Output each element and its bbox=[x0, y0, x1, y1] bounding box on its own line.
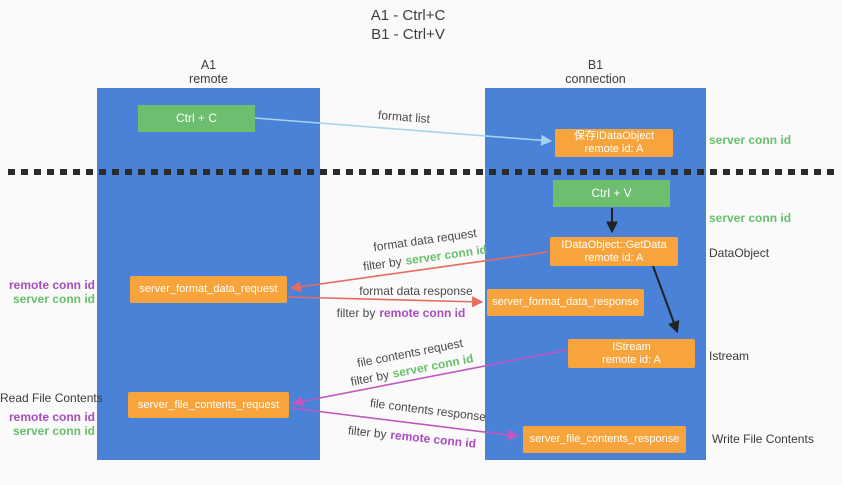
session-divider-dashed-line bbox=[8, 169, 836, 175]
server-conn-id-label: server conn id bbox=[12, 292, 95, 306]
file-request-node: server_file_contents_request bbox=[128, 392, 289, 418]
format-request-conn-ids: remote conn id server conn id bbox=[0, 278, 95, 306]
save-dataobject-line1: 保存IDataObject bbox=[573, 130, 655, 142]
format-response-node: server_format_data_response bbox=[487, 289, 644, 316]
istream-side-label: Istream bbox=[709, 349, 750, 363]
filter-by-text: filter by bbox=[336, 306, 376, 320]
ctrl-v-node: Ctrl + V bbox=[553, 180, 670, 207]
lane-header-b1: B1 connection bbox=[485, 58, 706, 86]
format-list-label: format list bbox=[377, 107, 431, 127]
diagram-title: A1 - Ctrl+C B1 - Ctrl+V bbox=[371, 6, 446, 44]
file-request-label: server_file_contents_request bbox=[137, 398, 280, 411]
format-request-label: server_format_data_request bbox=[139, 283, 278, 295]
filter-by-text: filter by bbox=[349, 367, 391, 389]
getdata-line1: IDataObject::GetData bbox=[561, 238, 667, 251]
file-response-node: server_file_contents_response bbox=[523, 426, 686, 453]
dataobject-label: DataObject bbox=[709, 246, 770, 260]
filter-by-text: filter by bbox=[347, 423, 388, 442]
server-conn-id-label-top: server conn id bbox=[709, 133, 792, 147]
ctrl-c-node: Ctrl + C bbox=[138, 105, 255, 132]
file-response-label: server_file_contents_response bbox=[529, 433, 680, 445]
lane-header-a1: A1 remote bbox=[97, 58, 320, 86]
file-contents-response-label: file contents response bbox=[369, 395, 487, 425]
format-request-node: server_format_data_request bbox=[130, 276, 287, 303]
lane-b1-name: B1 bbox=[587, 58, 604, 72]
ctrl-c-label: Ctrl + C bbox=[175, 111, 217, 125]
istream-line1: IStream bbox=[612, 340, 651, 353]
server-conn-id-label-mid: server conn id bbox=[709, 211, 792, 225]
title-line-1: A1 - Ctrl+C bbox=[370, 7, 446, 24]
write-file-contents-label: Write File Contents bbox=[712, 432, 814, 446]
lane-b1-subtitle: connection bbox=[565, 72, 626, 86]
server-conn-id-label: server conn id bbox=[12, 424, 95, 438]
save-dataobject-line2: remote id: A bbox=[584, 143, 644, 155]
format-response-label: server_format_data_response bbox=[492, 296, 639, 308]
file-request-conn-ids: remote conn id server conn id bbox=[0, 410, 95, 438]
istream-line2: remote id: A bbox=[602, 353, 661, 366]
lane-a1-name: A1 bbox=[200, 58, 217, 72]
format-data-response-label: format data response bbox=[359, 284, 473, 298]
save-dataobject-node: 保存IDataObject remote id: A bbox=[555, 129, 673, 157]
lane-a1-subtitle: remote bbox=[189, 72, 228, 86]
getdata-line2: remote id: A bbox=[584, 251, 644, 264]
title-line-2: B1 - Ctrl+V bbox=[371, 26, 445, 43]
ctrl-v-label: Ctrl + V bbox=[591, 186, 632, 200]
remote-conn-id-label: remote conn id bbox=[8, 410, 95, 424]
filter-by-text: filter by bbox=[362, 254, 403, 274]
read-file-contents-label: Read File Contents bbox=[0, 391, 103, 405]
getdata-node: IDataObject::GetData remote id: A bbox=[550, 237, 678, 266]
remote-conn-id-key: remote conn id bbox=[379, 306, 466, 320]
remote-conn-id-key: remote conn id bbox=[389, 427, 477, 451]
remote-conn-id-label: remote conn id bbox=[8, 278, 95, 292]
istream-node: IStream remote id: A bbox=[568, 339, 695, 368]
